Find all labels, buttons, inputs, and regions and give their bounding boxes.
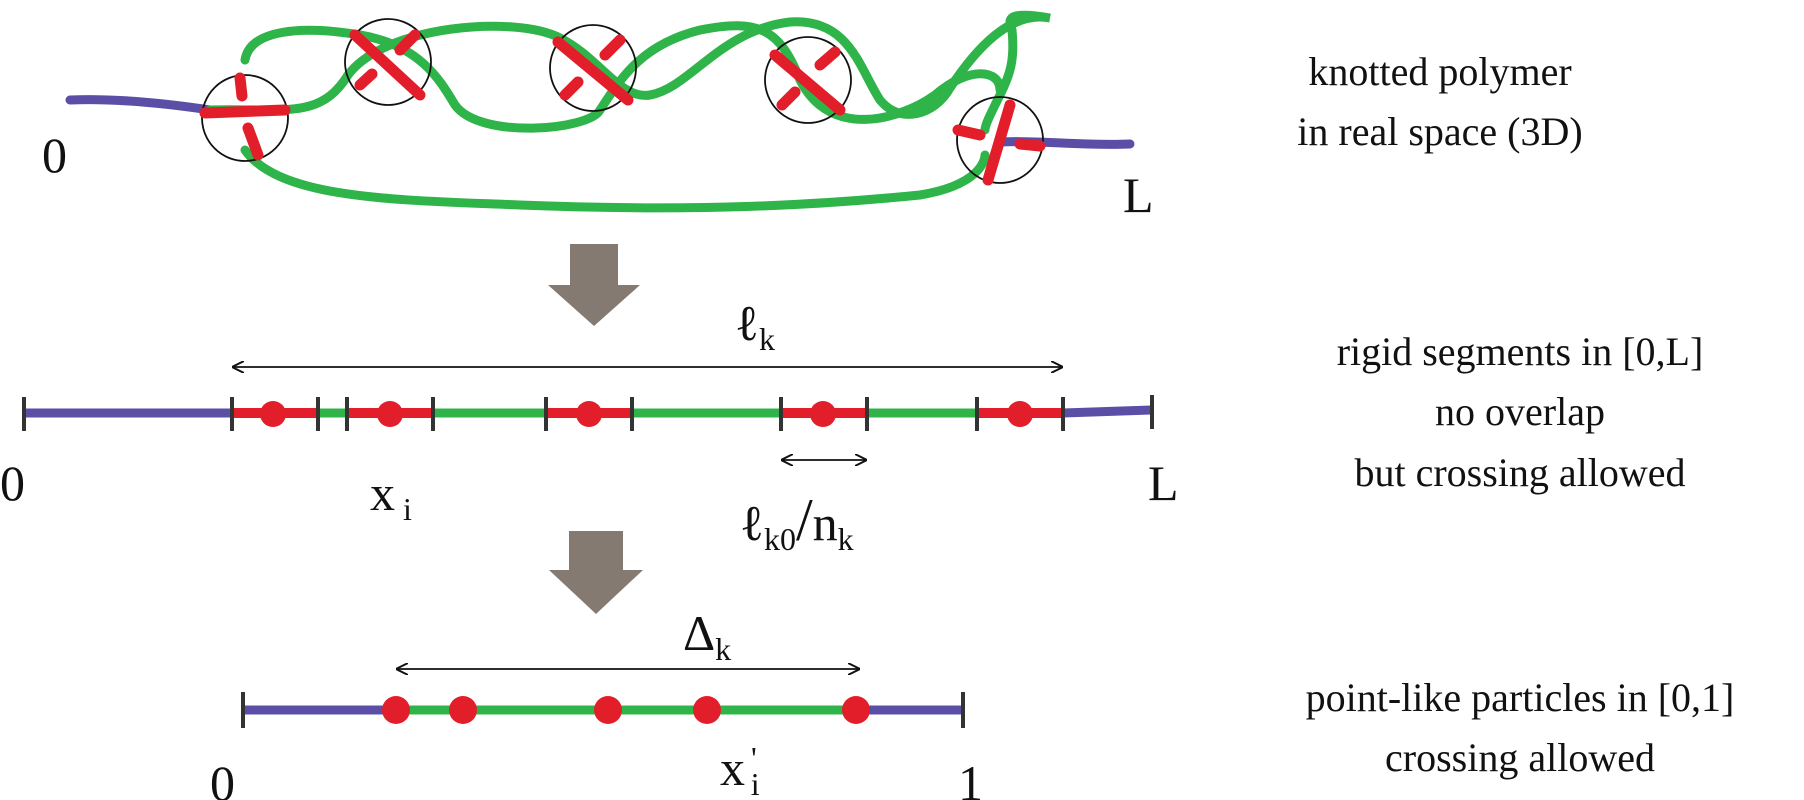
span-label: ℓk	[735, 295, 775, 357]
caption-line1: rigid segments in [0,L]	[1337, 329, 1704, 374]
caption-line1: knotted polymer	[1308, 49, 1571, 94]
particles	[382, 696, 870, 724]
crossing-5	[952, 96, 1046, 186]
caption-line2: crossing allowed	[1385, 735, 1655, 780]
position-label: x'i	[720, 740, 760, 800]
segment-length-label: ℓk0/nk	[740, 487, 854, 557]
down-arrow-2	[549, 531, 643, 614]
tick-marks	[22, 395, 1154, 431]
label-end: 1	[958, 755, 983, 800]
crossing-1	[199, 72, 291, 162]
crossing-4	[764, 36, 852, 124]
tail-right-purple	[995, 137, 1135, 149]
crossing-3	[549, 24, 637, 112]
crossing-2	[344, 18, 432, 106]
down-arrow-1	[548, 244, 640, 326]
tail-left-purple	[65, 95, 215, 115]
label-start: 0	[210, 755, 235, 800]
upper-strand-green	[205, 10, 1051, 135]
panel-real-space: 0 L knotted polymer in real space (3D)	[42, 10, 1583, 223]
bottom-loop-green	[240, 145, 990, 213]
label-end: L	[1148, 455, 1179, 511]
lower-strand-green	[240, 21, 1005, 133]
segment-centers	[260, 401, 1033, 427]
panel-points: Δk 0 1 x'i point-like particles in [0,1]…	[210, 605, 1734, 800]
panel-segments: ℓk	[0, 295, 1703, 557]
span-label: Δk	[683, 605, 731, 667]
caption-line1: point-like particles in [0,1]	[1306, 675, 1735, 720]
label-start: 0	[0, 455, 25, 511]
label-end: L	[1123, 167, 1154, 223]
caption-line3: but crossing allowed	[1354, 450, 1685, 495]
caption-line2: in real space (3D)	[1297, 109, 1582, 154]
caption-line2: no overlap	[1435, 389, 1605, 434]
label-start: 0	[42, 127, 67, 183]
tick-marks	[241, 692, 965, 728]
axis-purple-right	[1062, 405, 1153, 418]
